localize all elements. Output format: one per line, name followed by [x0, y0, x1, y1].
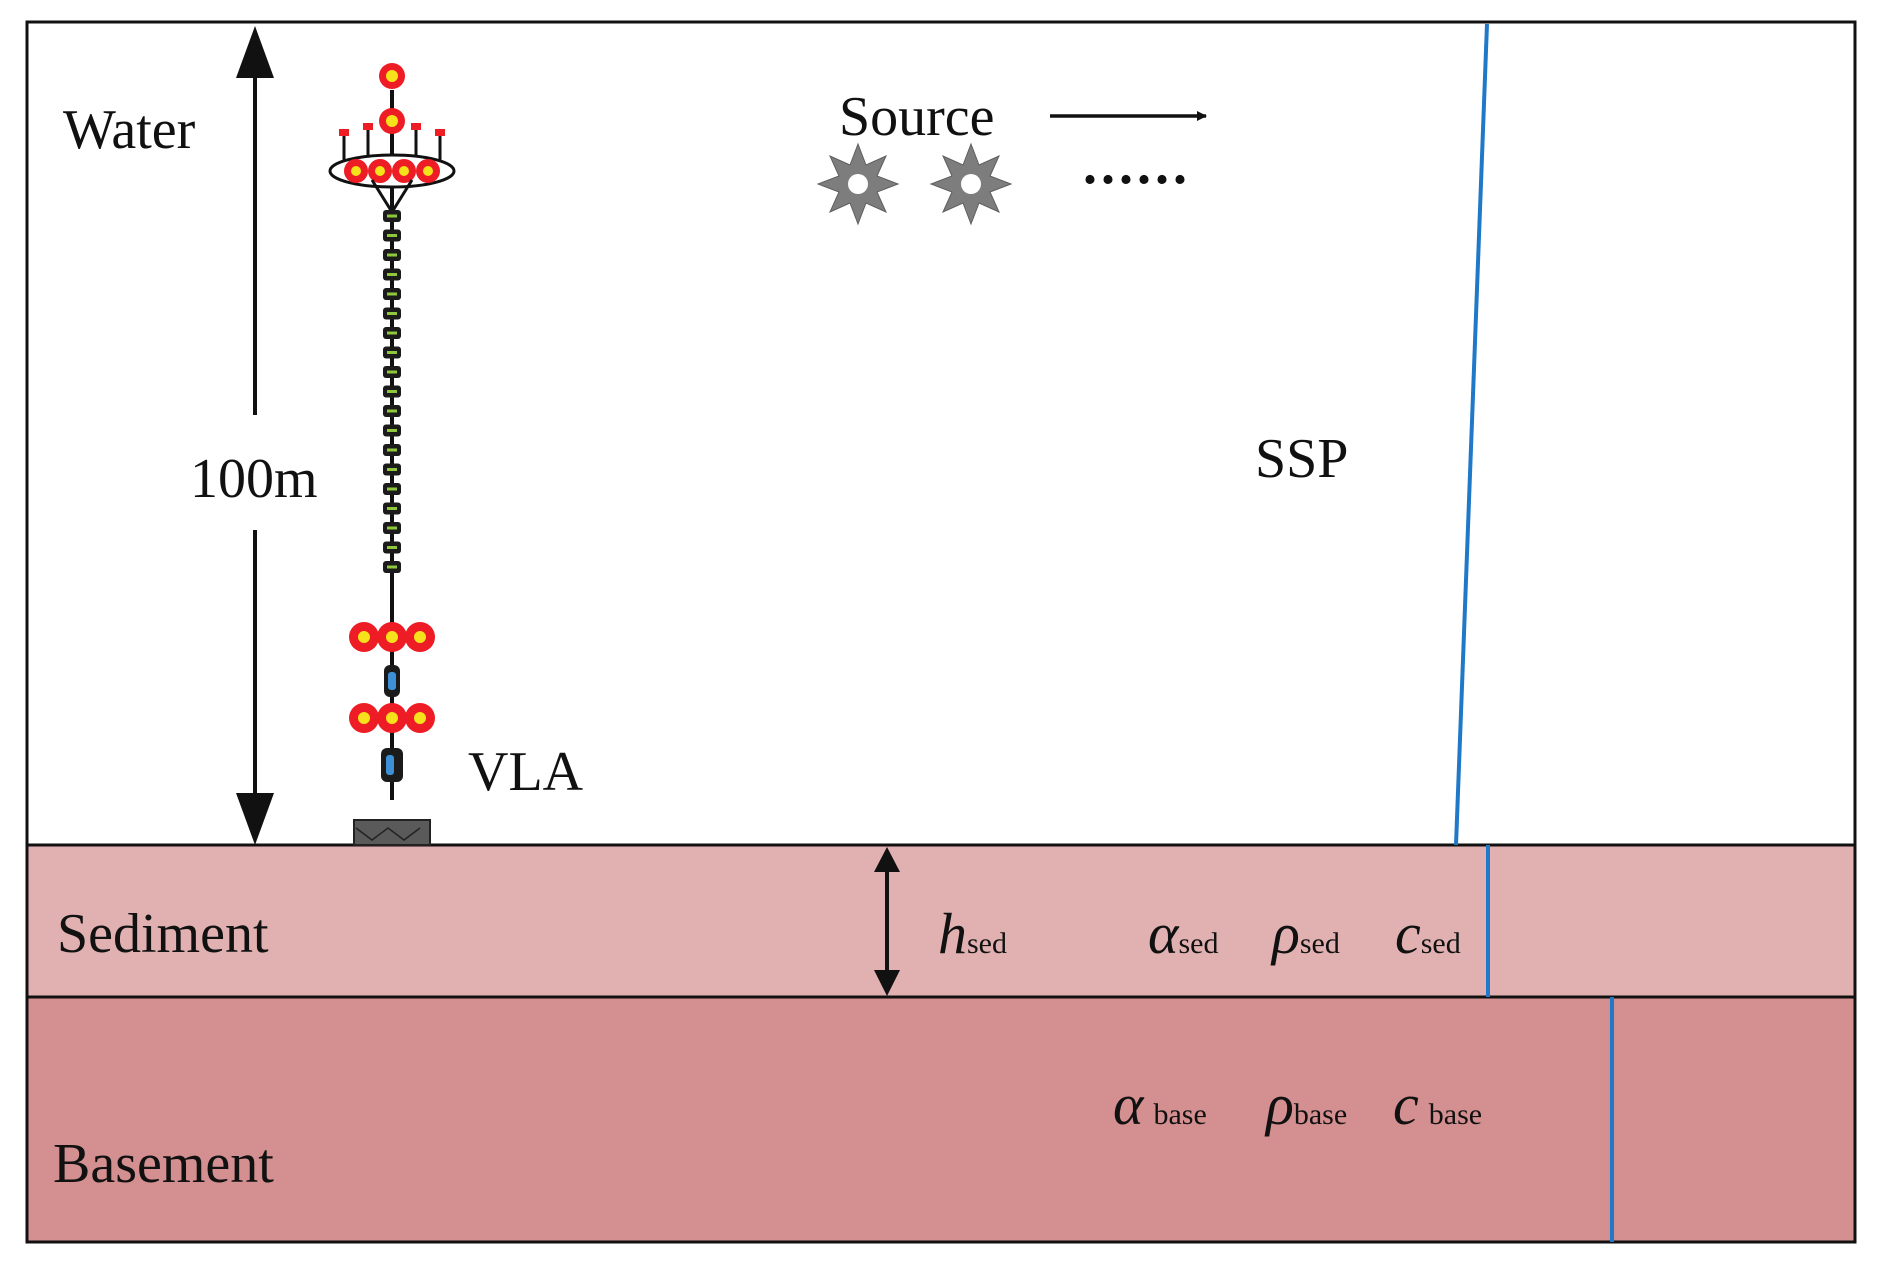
- sediment-layer: [25, 843, 1857, 999]
- param-rho-base: ρbase: [1264, 1072, 1347, 1137]
- sediment-thickness-arrow: [874, 847, 900, 996]
- label-basement: Basement: [53, 1133, 274, 1195]
- param-alpha-sed: αsed: [1148, 901, 1218, 966]
- label-water: Water: [63, 99, 196, 161]
- depth-arrow: [236, 26, 274, 845]
- label-ssp: SSP: [1255, 428, 1348, 490]
- label-sediment: Sediment: [57, 903, 269, 965]
- label-source: Source: [839, 86, 995, 148]
- label-vla: VLA: [468, 741, 584, 803]
- label-ellipsis: ......: [1083, 134, 1191, 196]
- vla-array: [328, 63, 456, 846]
- anchor-block-icon: [353, 819, 431, 846]
- label-depth: 100m: [190, 448, 318, 510]
- param-rho-sed: ρsed: [1270, 901, 1340, 966]
- star-burst-icon: [929, 142, 1013, 226]
- param-h-sed: hsed: [938, 901, 1007, 966]
- water-layer: [25, 20, 1857, 847]
- basement-layer: [25, 995, 1857, 1244]
- ssp-line-water: [1454, 23, 1489, 846]
- star-burst-icon: [816, 142, 900, 226]
- param-c-sed: csed: [1395, 901, 1461, 966]
